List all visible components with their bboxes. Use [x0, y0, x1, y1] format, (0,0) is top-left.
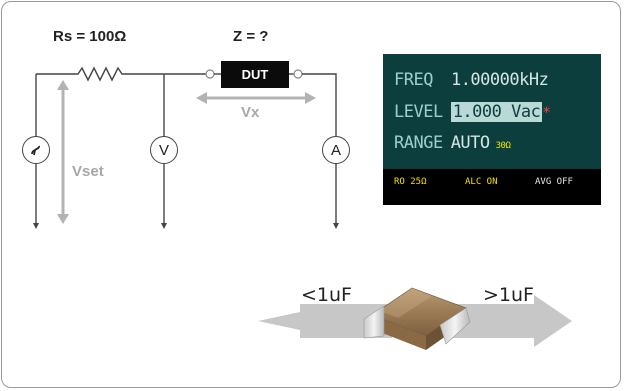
- dut-terminal-right: [293, 69, 303, 79]
- left-range-arrow: [258, 304, 392, 338]
- ac-source-icon: [22, 136, 50, 164]
- vset-label: Vset: [72, 163, 104, 180]
- display-main-area: FREQ 1.00000kHz LEVEL 1.000 Vac* RANGE AUTO…: [383, 54, 601, 169]
- freq-value: 1.00000kHz: [450, 70, 549, 90]
- range-sub: 30Ω: [495, 141, 511, 151]
- status-alc: ALC ON: [465, 177, 498, 187]
- ammeter-icon: A: [322, 136, 350, 164]
- dut-box: DUT: [221, 61, 289, 88]
- capacitor-chip: [363, 287, 471, 350]
- left-capacitance-label: <1uF: [301, 284, 352, 306]
- status-ro: RO 25Ω: [394, 177, 427, 187]
- freq-row: FREQ 1.00000kHz: [394, 70, 549, 90]
- sine-wave-icon: [31, 145, 41, 156]
- right-range-arrow: [440, 295, 572, 347]
- range-value: AUTO: [450, 133, 490, 153]
- meter-display: FREQ 1.00000kHz LEVEL 1.000 Vac* RANGE AUTO…: [383, 54, 601, 205]
- level-row: LEVEL 1.000 Vac*: [394, 102, 551, 122]
- range-label: RANGE: [394, 133, 443, 153]
- level-value: 1.000 Vac: [450, 102, 543, 122]
- level-marker: *: [542, 105, 551, 121]
- top-wire: [36, 66, 206, 82]
- level-label: LEVEL: [394, 102, 443, 122]
- dut-terminal-left: [205, 69, 215, 79]
- right-capacitance-label: >1uF: [483, 284, 534, 306]
- range-row: RANGE AUTO 30Ω: [394, 133, 511, 153]
- resistor-label: Rs = 100Ω: [53, 28, 127, 45]
- voltmeter-icon: V: [150, 136, 178, 164]
- vx-label: Vx: [241, 104, 260, 121]
- impedance-label: Z = ?: [233, 28, 269, 45]
- status-avg: AVG OFF: [535, 177, 573, 187]
- freq-label: FREQ: [394, 70, 433, 90]
